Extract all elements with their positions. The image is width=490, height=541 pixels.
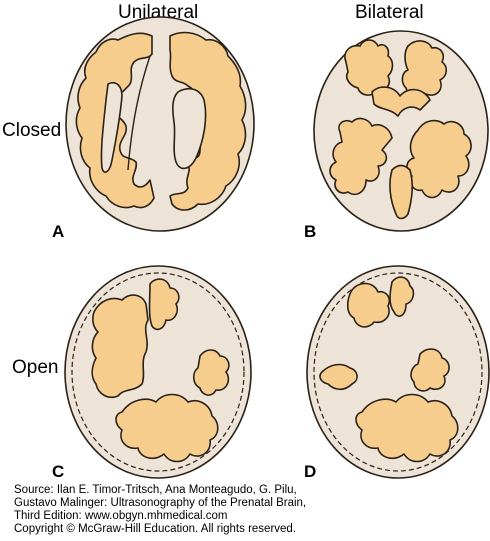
panel-c-brain [91,278,230,463]
panel-label-a: A [52,222,65,241]
column-header-unilateral: Unilateral [118,2,199,23]
panel-a-right-hemisphere [169,31,247,211]
panel-d-brain [319,276,459,463]
column-header-bilateral: Bilateral [355,2,424,23]
panel-b-brain-bottom [329,117,472,220]
credit-line: Copyright © McGraw-Hill Education. All r… [14,523,297,535]
panel-a-cleft [127,55,151,171]
panel-a-left-hemisphere [75,32,155,209]
panel-label-d: D [304,462,317,481]
credit-line: Third Edition: www.obgyn.mhmedical.com [14,510,228,522]
row-header-open: Open [12,357,59,378]
panel-label-b: B [304,222,317,241]
panel-b-brain-top [344,39,448,117]
credit-line: Source: Ilan E. Timor-Tritsch, Ana Monte… [14,484,297,496]
row-header-closed: Closed [2,120,62,141]
credit-line: Gustavo Malinger: Ultrasonography of the… [14,497,307,509]
source-credit: Source: Ilan E. Timor-Tritsch, Ana Monte… [14,484,484,536]
panel-label-c: C [52,462,65,481]
